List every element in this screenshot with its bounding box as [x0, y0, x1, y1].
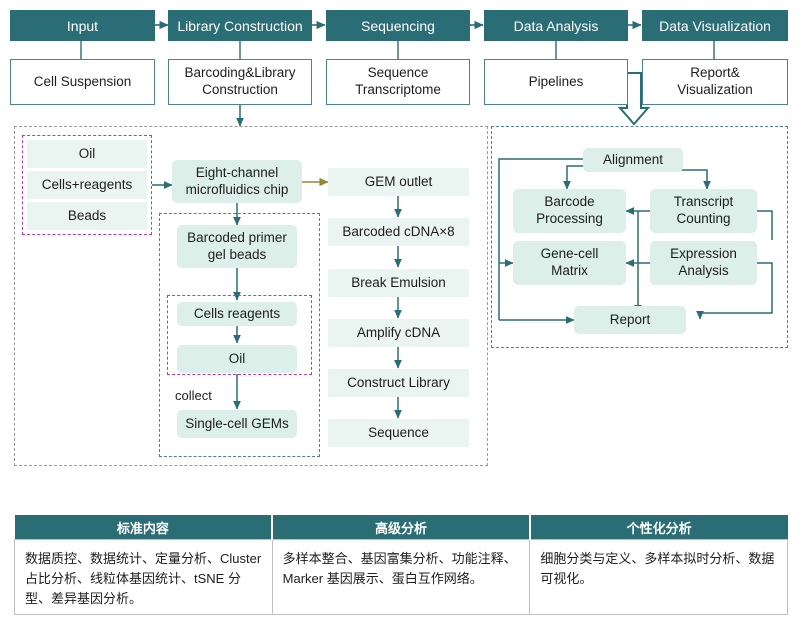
analysis-expression-analysis: Expression Analysis	[650, 241, 757, 285]
input-item-beads: Beads	[27, 202, 147, 230]
table-cell-advanced: 多样本整合、基因富集分析、功能注释、Marker 基因展示、蛋白互作网络。	[271, 539, 531, 615]
microfluidics-chip: Eight-channel microfluidics chip	[172, 160, 302, 203]
analysis-barcode-processing: Barcode Processing	[513, 189, 626, 233]
stage-header-library[interactable]: Library Construction	[168, 10, 312, 41]
stage-detail-report-visualization: Report& Visualization	[642, 59, 788, 105]
emulsion-cells-reagents: Cells reagents	[177, 302, 297, 326]
seq-step-break-emulsion: Break Emulsion	[328, 269, 469, 297]
table-header-advanced: 高级分析	[271, 515, 531, 540]
analysis-report: Report	[574, 306, 686, 334]
input-item-cells-reagents: Cells+reagents	[27, 171, 147, 199]
analysis-container	[491, 126, 788, 348]
inputs-group	[22, 135, 152, 235]
seq-step-amplify-cdna: Amplify cDNA	[328, 319, 469, 347]
stage-detail-sequence-transcriptome: Sequence Transcriptome	[326, 59, 470, 105]
stage-header-sequencing[interactable]: Sequencing	[326, 10, 470, 41]
barcoded-primer-gel-beads: Barcoded primer gel beads	[177, 225, 297, 268]
stage-detail-cell-suspension: Cell Suspension	[10, 59, 155, 105]
seq-step-sequence: Sequence	[328, 419, 469, 447]
single-cell-gems: Single-cell GEMs	[177, 410, 297, 438]
table-header-standard: 标准内容	[14, 515, 273, 540]
table-header-personalized: 个性化分析	[529, 515, 788, 540]
input-item-oil: Oil	[27, 140, 147, 168]
analysis-content-table: 标准内容 高级分析 个性化分析 数据质控、数据统计、定量分析、Cluster 占…	[14, 515, 788, 615]
emulsion-oil: Oil	[177, 345, 297, 373]
wetlab-container	[14, 126, 488, 466]
seq-step-construct-library: Construct Library	[328, 369, 469, 397]
table-header-row: 标准内容 高级分析 个性化分析	[14, 515, 788, 540]
collect-label: collect	[175, 388, 212, 403]
analysis-gene-cell-matrix: Gene-cell Matrix	[513, 241, 626, 285]
gem-generation-group	[159, 213, 320, 457]
stage-detail-barcoding: Barcoding&Library Construction	[168, 59, 312, 105]
seq-step-gem-outlet: GEM outlet	[328, 168, 469, 196]
analysis-alignment: Alignment	[583, 148, 683, 172]
stage-header-data-analysis[interactable]: Data Analysis	[484, 10, 628, 41]
table-cell-standard: 数据质控、数据统计、定量分析、Cluster 占比分析、线粒体基因统计、tSNE…	[14, 539, 273, 615]
table-body-row: 数据质控、数据统计、定量分析、Cluster 占比分析、线粒体基因统计、tSNE…	[14, 539, 788, 615]
analysis-transcript-counting: Transcript Counting	[650, 189, 757, 233]
stage-header-data-visualization[interactable]: Data Visualization	[642, 10, 788, 41]
stage-detail-pipelines: Pipelines	[484, 59, 628, 105]
table-cell-personalized: 细胞分类与定义、多样本拟时分析、数据可视化。	[529, 539, 788, 615]
emulsion-group	[167, 295, 312, 375]
stage-header-input[interactable]: Input	[10, 10, 155, 41]
seq-step-barcoded-cdna: Barcoded cDNA×8	[328, 218, 469, 246]
